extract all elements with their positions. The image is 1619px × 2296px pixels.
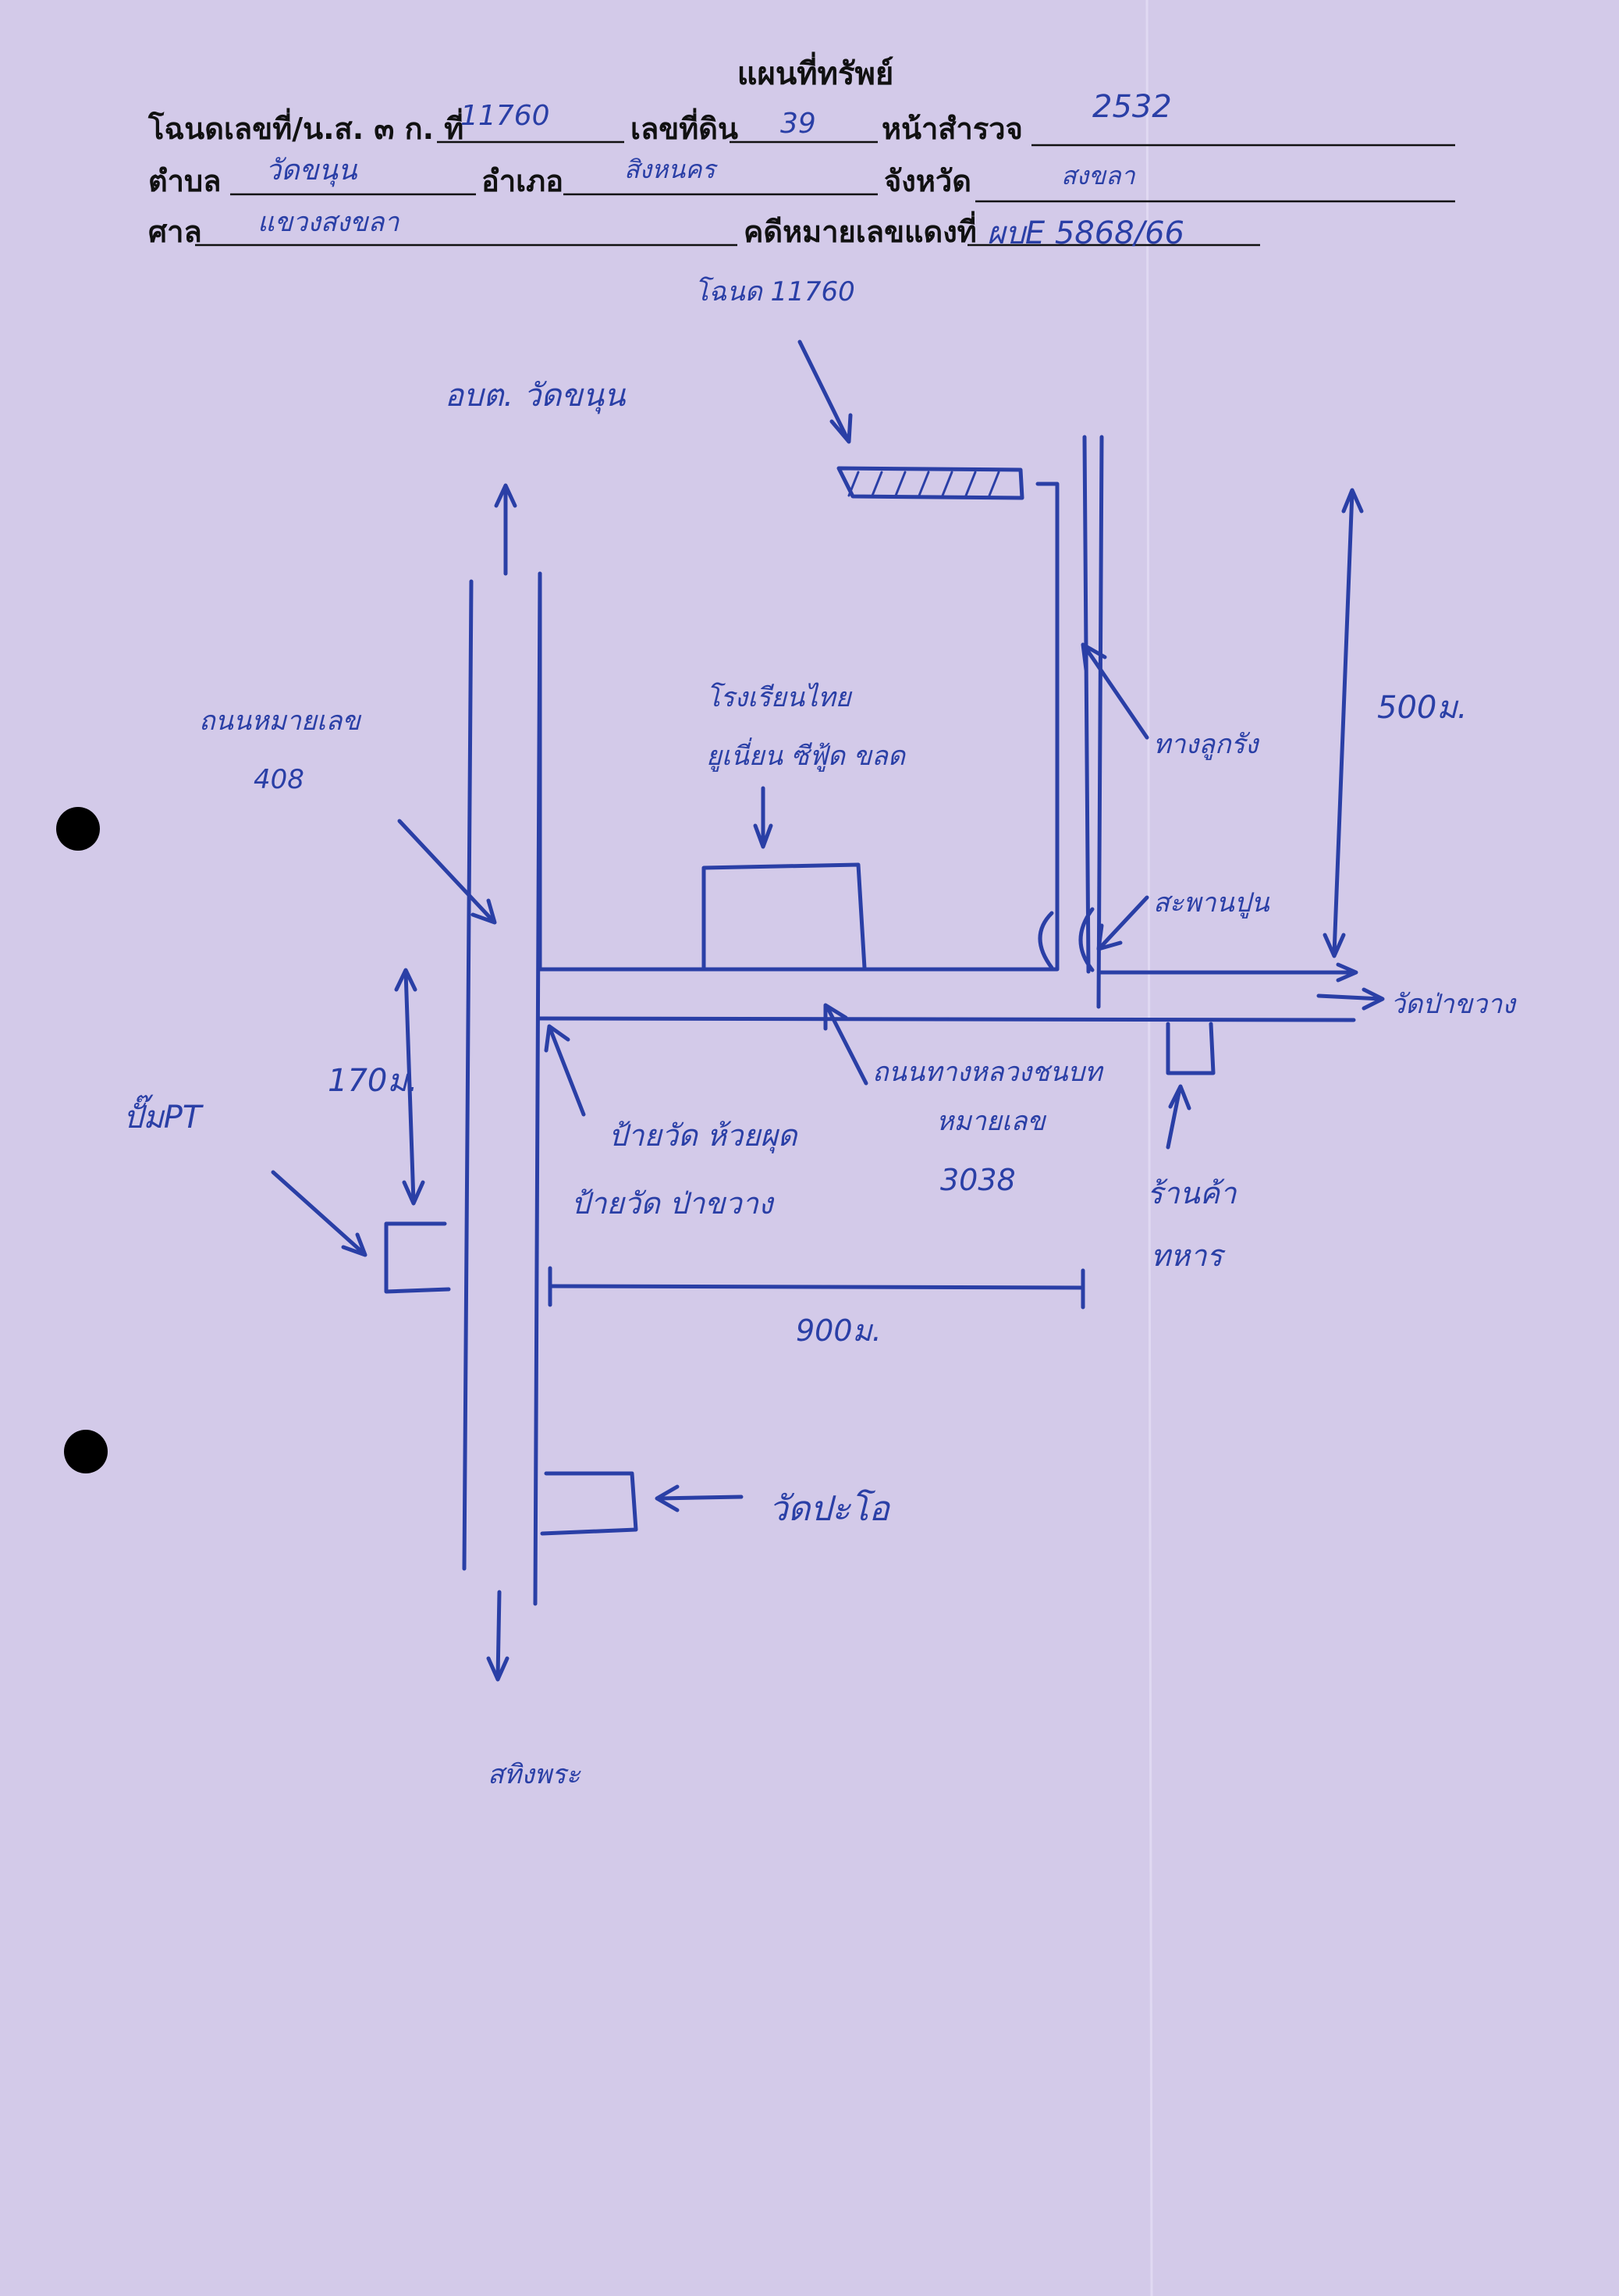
highway-408-left-edge xyxy=(462,579,474,1571)
school-building xyxy=(701,862,867,970)
rural-road-label-1: ถนนทางหลวงชนบท xyxy=(872,1057,1104,1088)
rural-road-number: 3038 xyxy=(940,1163,1016,1197)
dim-170m-bottom-arrow xyxy=(402,1180,425,1206)
case-no-label: คดีหมายเลขแดงที่ xyxy=(744,211,977,249)
south-arrow-head xyxy=(486,1656,509,1682)
land-no-label: เลขที่ดิน xyxy=(630,108,738,146)
dim-500m-line xyxy=(1332,489,1354,956)
subdistrict-value: วัดขนุน xyxy=(265,155,358,187)
distance-west: 170ม. xyxy=(328,1063,417,1099)
fence-pointer xyxy=(1082,644,1149,740)
deed-value: 11760 xyxy=(460,100,550,132)
highway-pointer xyxy=(397,819,495,923)
south-arrow-shaft xyxy=(495,1590,502,1680)
east-arrow-2-head xyxy=(1362,987,1385,1011)
deed-callout-head xyxy=(829,413,853,444)
concrete-bridge xyxy=(1038,907,1095,972)
deed-callout-label: โฉนด 11760 xyxy=(694,276,855,307)
shop-pointer xyxy=(1166,1086,1182,1150)
sign-pointer-head xyxy=(544,1024,570,1053)
shop-box xyxy=(1166,1022,1216,1075)
dim-170m-line xyxy=(403,969,416,1204)
distance-north: 500ม. xyxy=(1377,690,1467,726)
highway-number: 408 xyxy=(254,764,304,795)
north-arrow-head xyxy=(494,483,517,508)
fence-pointer-head xyxy=(1081,642,1107,672)
to-temple-label: วัดป่าขวาง xyxy=(1390,989,1517,1020)
shop-label-1: ร้านค้า xyxy=(1147,1176,1237,1210)
land-no-value: 39 xyxy=(780,108,816,140)
gas-station-box xyxy=(384,1221,451,1294)
gas-station-label: ปั๊มPT xyxy=(123,1094,204,1136)
wat-pao-pointer xyxy=(657,1495,744,1501)
sao-office-label: อบต. วัดขนุน xyxy=(445,378,627,414)
east-arrow-2 xyxy=(1316,993,1383,1001)
rural-road-pointer xyxy=(825,1004,868,1086)
laterite-road-line-2 xyxy=(1096,435,1104,1009)
highway-pointer-head xyxy=(470,898,497,925)
distance-east: 900ม. xyxy=(796,1313,882,1348)
province-label: จังหวัด xyxy=(884,164,971,198)
sign-label-1: ป้ายวัด ห้วยผุด xyxy=(609,1118,799,1153)
bridge-pointer xyxy=(1099,895,1149,948)
wat-pao-box xyxy=(540,1471,638,1536)
sign-label-2: ป้ายวัด ป่าขวาง xyxy=(571,1186,775,1221)
deed-marker-hatching xyxy=(847,471,1000,497)
court-value: แขวงสงขลา xyxy=(257,207,399,238)
dim-500m-top-arrow xyxy=(1341,488,1364,514)
land-parcel-outline xyxy=(538,482,1060,972)
rural-road-label-2: หมายเลข xyxy=(936,1106,1046,1137)
district-label: อำเภอ xyxy=(481,164,563,198)
court-label: ศาล xyxy=(148,215,202,249)
deed-label: โฉนดเลขที่/น.ส. ๓ ก. ที่ xyxy=(147,108,463,146)
deed-callout-arrow xyxy=(797,339,849,439)
school-label-1: โรงเรียนไทย xyxy=(706,682,853,713)
district-value: สิงหนคร xyxy=(624,155,719,184)
dim-170m-top-arrow xyxy=(394,968,417,992)
dim-900m-line xyxy=(548,1284,1085,1290)
bridge-pointer-head xyxy=(1096,923,1123,951)
binder-hole-bottom xyxy=(64,1430,108,1473)
survey-page-label: หน้าสำรวจ xyxy=(882,112,1023,146)
sathing-phra-label: สทิงพระ xyxy=(488,1759,581,1790)
survey-page-value: 2532 xyxy=(1092,89,1172,125)
gas-station-pointer xyxy=(271,1170,365,1255)
temple-pao-label: วัดปะโอ xyxy=(769,1489,890,1529)
sign-pointer xyxy=(548,1026,586,1117)
shop-pointer-head xyxy=(1168,1084,1191,1111)
paper-fold xyxy=(1145,0,1153,2296)
case-no-value: ผบE 5868/66 xyxy=(987,215,1184,251)
bridge-label: สะพานปูน xyxy=(1153,887,1269,919)
dim-500m-bottom-arrow xyxy=(1323,933,1346,958)
wat-pao-pointer-head xyxy=(655,1484,680,1512)
school-pointer-head xyxy=(753,823,773,849)
gas-station-pointer-head xyxy=(341,1232,367,1257)
laterite-road-line-1 xyxy=(1082,435,1091,974)
binder-hole-top xyxy=(56,807,100,851)
rural-road-lower-edge xyxy=(538,1016,1356,1022)
rural-road-pointer-head xyxy=(823,1003,848,1031)
highway-label: ถนนหมายเลข xyxy=(199,706,361,737)
province-value: สงขลา xyxy=(1061,161,1136,190)
form-title: แผนที่ทรัพย์ xyxy=(737,52,894,92)
east-arrow-head-1 xyxy=(1336,962,1358,983)
shop-label-2: ทหาร xyxy=(1151,1239,1226,1273)
school-label-2: ยูเนี่ยน ซีฟู้ด ขลด xyxy=(706,737,907,772)
subdistrict-label: ตำบล xyxy=(148,164,221,198)
deed-marker-box xyxy=(836,466,1024,500)
fence-label: ทางลูกรัง xyxy=(1153,729,1260,760)
